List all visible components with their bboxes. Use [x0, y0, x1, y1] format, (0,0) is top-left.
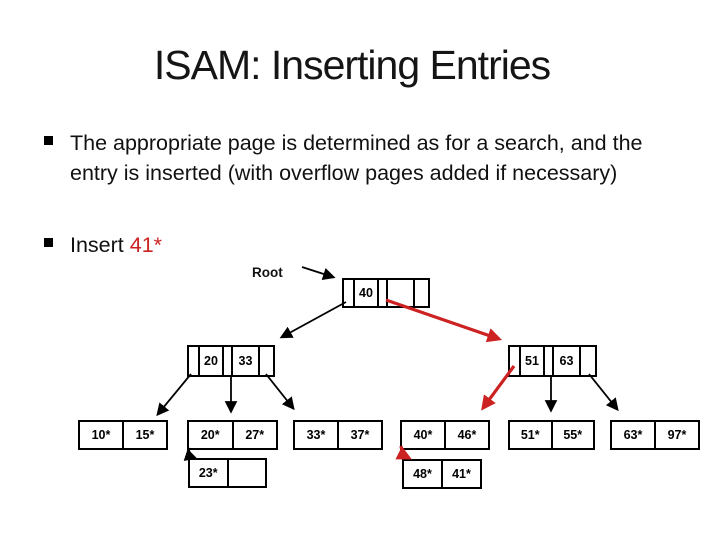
key-cell: 40: [353, 280, 377, 306]
edge-right-child-to-leaf-63: [588, 373, 619, 412]
key-cell: [386, 280, 413, 306]
root-node: 40: [342, 278, 430, 308]
pointer-cell: [510, 347, 519, 375]
data-entry: 20*: [200, 428, 220, 442]
leaf-page-20-27: 20* 27*: [187, 420, 278, 450]
bullet-item: Insert 41*: [44, 230, 694, 260]
leaf-page-40-46: 40* 46*: [400, 420, 490, 450]
edge-left-child-to-leaf-10: [156, 373, 192, 417]
bullet-text: Insert 41*: [70, 230, 162, 260]
pointer-cell: [189, 347, 198, 375]
data-entry: 51*: [520, 428, 540, 442]
bullet-list: The appropriate page is determined as fo…: [44, 128, 694, 260]
data-entry: 48*: [413, 467, 432, 481]
bullet-square-icon: [44, 238, 53, 247]
index-node-51-63: 51 63: [508, 345, 597, 377]
index-node-20-33: 20 33: [187, 345, 275, 377]
insert-label: Insert: [70, 233, 130, 257]
key-cell: 33: [231, 347, 258, 375]
data-entry: 97*: [654, 422, 698, 448]
data-entry: 55*: [550, 422, 594, 448]
data-entry: 10*: [91, 428, 111, 442]
data-entry: 27*: [231, 422, 277, 448]
leaf-page-10-15: 10* 15*: [78, 420, 168, 450]
overflow-page-48-41: 48* 41*: [402, 459, 482, 489]
overflow-page-23: 23*: [188, 458, 267, 488]
key-cell: 63: [552, 347, 579, 375]
edge-left-child-to-leaf-33: [265, 373, 295, 411]
leaf-page-51-55: 51* 55*: [508, 420, 595, 450]
bullet-item: The appropriate page is determined as fo…: [44, 128, 694, 188]
bullet-text: The appropriate page is determined as fo…: [70, 131, 643, 185]
key-cell: 20: [198, 347, 222, 375]
data-entry: 40*: [413, 428, 433, 442]
data-entry: 33*: [306, 428, 326, 442]
pointer-cell: [579, 347, 588, 375]
data-entry: 41*: [441, 461, 480, 487]
data-entry: 37*: [337, 422, 381, 448]
leaf-page-63-97: 63* 97*: [610, 420, 700, 450]
pointer-cell: [344, 280, 353, 306]
edge-root-to-left-child: [279, 301, 347, 339]
leaf-page-33-37: 33* 37*: [293, 420, 383, 450]
data-entry: 15*: [122, 422, 166, 448]
data-entry: 63*: [623, 428, 643, 442]
page-title: ISAM: Inserting Entries: [153, 42, 551, 88]
root-label: Root: [252, 265, 283, 280]
root-label-arrow: [301, 266, 336, 280]
data-entry: 23*: [198, 466, 218, 480]
pointer-cell: [377, 280, 386, 306]
pointer-cell: [413, 280, 422, 306]
key-cell: 51: [519, 347, 543, 375]
insert-key-highlight: 41*: [129, 233, 163, 257]
pointer-cell: [543, 347, 552, 375]
pointer-cell: [222, 347, 231, 375]
pointer-cell: [258, 347, 267, 375]
data-entry: [226, 460, 266, 486]
data-entry: 46*: [444, 422, 488, 448]
bullet-square-icon: [44, 136, 53, 145]
